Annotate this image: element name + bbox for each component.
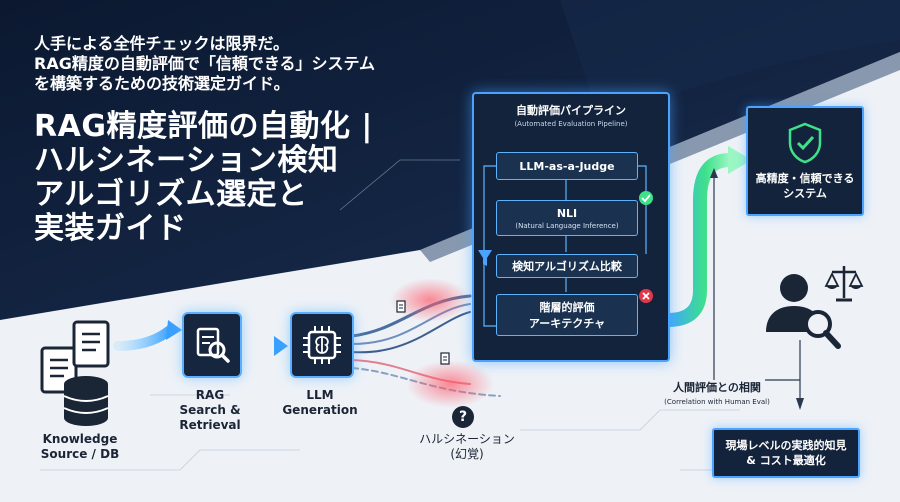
llm-generation-node <box>290 312 354 378</box>
intro-line-2: RAG精度の自動評価で「信頼できる」システム <box>34 54 376 73</box>
field-line-1: 現場レベルの実践的知見 <box>725 439 847 452</box>
hallucination-label: ハルシネーション (幻覚) <box>402 432 532 462</box>
step-label: 検知アルゴリズム比較 <box>512 260 622 273</box>
human-evaluator-icon <box>766 266 864 349</box>
human-eval-line-2: (Correlation with Human Eval) <box>664 398 770 406</box>
reliable-line-2: システム <box>783 187 827 200</box>
knowledge-label-line-2: Source / DB <box>40 447 120 461</box>
main-title: RAG精度評価の自動化 | ハルシネーション検知 アルゴリズム選定と 実装ガイド <box>34 110 414 246</box>
rag-label-line-2: Search & <box>179 403 241 417</box>
step-label: NLI <box>556 206 578 220</box>
document-icon <box>396 300 406 313</box>
intro-line-3: を構築するための技術選定ガイド。 <box>34 74 290 93</box>
knowledge-label-line-1: Knowledge <box>42 432 118 446</box>
llm-label-line-1: LLM <box>306 388 334 402</box>
step-llm-as-judge: LLM-as-a-Judge <box>496 152 638 180</box>
question-mark-icon: ? <box>452 406 474 428</box>
title-line-4: 実装ガイド <box>34 211 187 246</box>
brain-chip-icon <box>303 326 341 364</box>
step-label: 階層的評価 <box>539 301 595 314</box>
rag-label-line-1: RAG <box>195 388 225 402</box>
title-line-3: アルゴリズム選定と <box>34 177 308 212</box>
knowledge-source-label: Knowledge Source / DB <box>30 432 130 462</box>
step-nli: NLI (Natural Language Inference) <box>496 200 638 236</box>
llm-label-line-2: Generation <box>282 403 358 417</box>
evaluation-pipeline-panel: 自動評価パイプライン (Automated Evaluation Pipelin… <box>472 92 670 362</box>
intro-line-1: 人手による全件チェックは限界だ。 <box>34 34 290 53</box>
llm-generation-label: LLM Generation <box>270 388 370 418</box>
human-eval-line-1: 人間評価との相関 <box>673 381 761 394</box>
scale-icon <box>824 266 864 302</box>
knowledge-source-icon <box>40 320 110 426</box>
rag-search-label: RAG Search & Retrieval <box>160 388 260 433</box>
reliable-system-box: 高精度・信頼できる システム <box>746 106 864 216</box>
rag-label-line-3: Retrieval <box>179 418 241 432</box>
human-eval-label: 人間評価との相関 (Correlation with Human Eval) <box>652 380 782 410</box>
hallucination-label-line-2: (幻覚) <box>450 447 484 461</box>
reliable-line-1: 高精度・信頼できる <box>755 172 855 185</box>
field-insight-box: 現場レベルの実践的知見 & コスト最適化 <box>712 428 860 478</box>
shield-check-icon <box>788 122 822 164</box>
hallucination-label-line-1: ハルシネーション <box>419 432 515 446</box>
document-icon <box>440 352 450 365</box>
field-line-2: & コスト最適化 <box>746 454 826 467</box>
pipeline-title: 自動評価パイプライン <box>516 104 626 117</box>
intro-text: 人手による全件チェックは限界だ。 RAG精度の自動評価で「信頼できる」システム … <box>34 34 414 94</box>
check-icon-bg <box>639 191 653 205</box>
rag-search-node <box>182 312 242 378</box>
step-label-line-2: アーキテクチャ <box>528 317 606 330</box>
step-hierarchical-evaluation: 階層的評価 アーキテクチャ <box>496 294 638 336</box>
step-algorithm-comparison: 検知アルゴリズム比較 <box>496 254 638 278</box>
step-label: LLM-as-a-Judge <box>519 159 615 173</box>
title-line-1: RAG精度評価の自動化 | <box>34 109 373 144</box>
pipeline-subtitle: (Automated Evaluation Pipeline) <box>514 120 628 128</box>
document-search-icon <box>196 327 230 363</box>
step-sublabel: (Natural Language Inference) <box>515 221 619 230</box>
title-line-2: ハルシネーション検知 <box>34 143 339 178</box>
